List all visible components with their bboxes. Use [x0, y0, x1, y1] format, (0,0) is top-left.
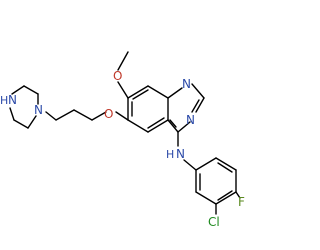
bond-c8a-n1 [167, 87, 183, 99]
atom-quinazoline-n1: N [182, 77, 191, 91]
bond-ar-c2c3 [195, 191, 217, 205]
bond-inner-c4ac5 [147, 117, 165, 129]
bond-c6-o [115, 111, 129, 121]
atom-piperazine-nh-h: H [0, 94, 8, 107]
bond-pip-c1-c2 [23, 85, 39, 95]
bond-ar-f [235, 191, 241, 199]
atom-ether-oxygen: O [104, 107, 113, 121]
molecule-structure: O O N N N H H N N Cl F [0, 51, 245, 229]
bond-o-ch2a [91, 111, 107, 121]
bond-pip-c3-c4 [13, 119, 29, 129]
bond-n3-c4 [177, 121, 191, 133]
bond-ar-inner-c [217, 162, 233, 173]
bond-n1-c2 [191, 83, 205, 99]
atom-aniline-nitrogen: N [176, 147, 185, 161]
bond-c4a-c5 [147, 119, 169, 133]
atom-piperazine-n4: N [34, 103, 43, 117]
atom-aniline-hydrogen: H [166, 148, 174, 161]
bond-pip-c4-n4 [27, 115, 37, 129]
bond-methyl-o [117, 51, 129, 71]
atom-piperazine-nh-n: N [8, 93, 17, 107]
bond-c8-c8a [147, 85, 169, 99]
atom-chlorine: Cl [208, 215, 220, 229]
bond-ar-inner-b [217, 190, 233, 201]
structure-svg: O O N N N H H N N Cl F [0, 51, 245, 229]
bond-pip-nh-c3 [9, 107, 15, 121]
bond-o-c7 [117, 81, 129, 99]
bond-c7-c8 [127, 85, 149, 99]
bond-ar-c3c4 [215, 191, 237, 205]
atom-methoxy-oxygen: O [113, 69, 122, 83]
atom-fluorine: F [238, 195, 245, 209]
atom-quinazoline-n3: N [186, 113, 195, 127]
bond-ch2c-n4 [45, 111, 57, 121]
atom-label-layer: O O N N N H H N N Cl F [0, 69, 245, 229]
bond-ar-c5c6 [215, 157, 237, 171]
bond-pip-c2-nh [11, 85, 25, 95]
bond-inner-c7c8 [132, 89, 149, 100]
bond-inner-c2n3 [191, 99, 200, 113]
bond-ch2b-ch2c [55, 109, 75, 121]
bond-nh-aryl [183, 159, 197, 171]
bond-inner-c4c4a [169, 119, 177, 128]
bond-c4-c4a [167, 119, 179, 133]
bond-c2-n3 [195, 97, 205, 113]
bond-ch2a-ch2b [73, 109, 93, 121]
bond-ar-c6c1 [195, 157, 217, 171]
bond-layer [9, 51, 241, 215]
bond-c5-c6 [127, 119, 149, 133]
